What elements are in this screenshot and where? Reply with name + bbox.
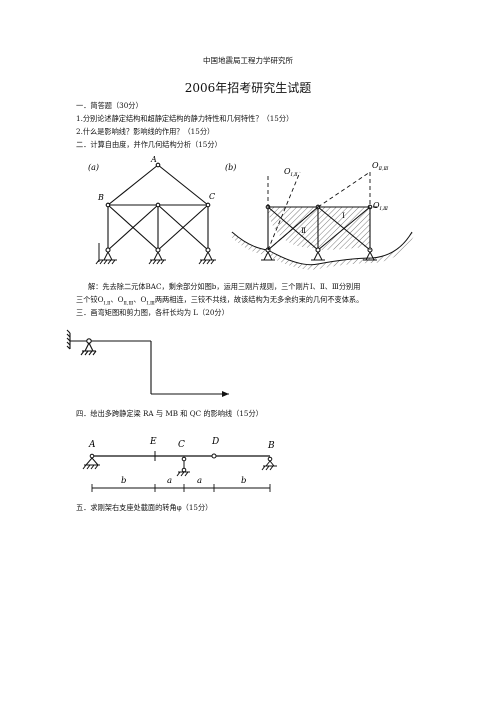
figure-b-rigid-bodies [268,207,370,250]
figure-b-dashed-lines [267,171,380,251]
beam-label-a: A [88,440,96,450]
figure-a-truss [105,162,211,253]
rigid-body-ii-label: Ⅱ [301,226,306,235]
section-2-heading: 二．计算自由度，并作几何结构分析（15分） [76,140,222,149]
question-1: 1.分别论述静定结构和超静定结构的静力特性和几何特性？（15分） [76,114,294,123]
hinge-o12-label: OⅠ,Ⅱ [284,167,298,178]
beam-supports [82,453,277,477]
rigid-body-i-label: Ⅰ [342,211,345,220]
section-5-heading: 五．求刚架右支座处截面的转角φ（15分） [76,503,213,512]
beam-label-d: D [211,437,219,447]
figure-b-label: (b) [225,163,236,172]
section-1-heading: 一．简答题（30分） [76,101,143,110]
beam-label-c: C [178,440,185,450]
section-3-heading: 三．画弯矩图和剪力图，各杆长均为 L（20分） [76,308,229,317]
load-arrow-icon [222,391,229,397]
dimension-line [91,484,271,492]
dimension-a-right: a [197,476,202,486]
hinge-o23-label: OⅡ,Ⅲ [372,161,389,172]
exam-title: 2006年招考研究生试题 [184,81,312,95]
dimension-b-left: b [121,476,126,486]
solution-line-2: 三个铰OⅠ,Ⅱ、OⅡ,Ⅲ、OⅠ,Ⅲ两两相连，三铰不共线，故该结构为无多余约束的几… [76,295,364,307]
beam-label-e: E [149,437,157,447]
section-4-heading: 四．绘出多跨静定梁 RA 与 MB 和 QC 的影响线（15分） [76,409,263,418]
solution-line-1: 解：先去除二元体BAC，剩余部分如图b，运用三刚片规则，三个刚片Ⅰ、Ⅱ、Ⅲ分别用 [88,282,361,291]
node-c-label: C [209,192,215,201]
institute-name: 中国地震局工程力学研究所 [203,56,293,65]
node-b-label: B [97,193,104,202]
dimension-a-left: a [167,476,172,486]
dimension-b-right: b [241,476,246,486]
figure-a-label: (a) [88,163,99,172]
figure-a-supports [95,243,216,265]
figure-b-supports [261,251,377,261]
hinge-o13-label: OⅠ,Ⅲ [373,201,388,212]
multispan-beam [92,451,270,461]
question-2: 2.什么是影响线？影响线的作用？（15分） [76,127,215,136]
beam-label-b: B [267,441,275,451]
frame-diagram [66,329,229,395]
node-a-label: A [150,155,157,164]
